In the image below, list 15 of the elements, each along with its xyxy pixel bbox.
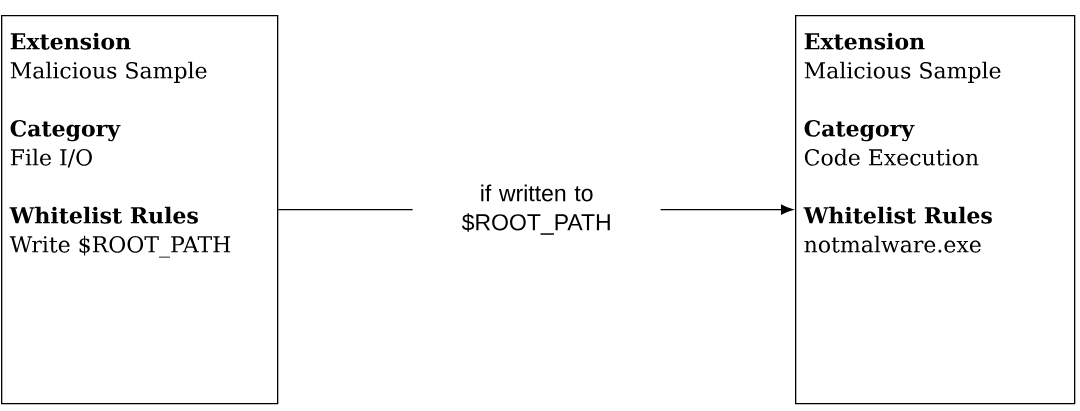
heading-text: Category [804,120,915,142]
value-text: Malicious Sample [10,61,207,83]
value-text: File I/O [10,148,92,168]
heading-text: Category [10,120,121,142]
heading-text: Extension [10,32,131,50]
value-text: Code Execution [804,148,979,166]
heading-text: Whitelist Rules [803,206,992,224]
value-text: notmalware.exe [804,235,981,253]
heading-text: Extension [804,32,925,50]
process-box [795,15,1076,405]
edge-label: if written to $ROOT_PATH [461,184,610,235]
value-text: Write $ROOT_PATH [9,235,231,258]
heading-text: Whitelist Rules [9,206,198,224]
process-box [1,15,279,405]
value-text: Malicious Sample [804,61,1001,83]
